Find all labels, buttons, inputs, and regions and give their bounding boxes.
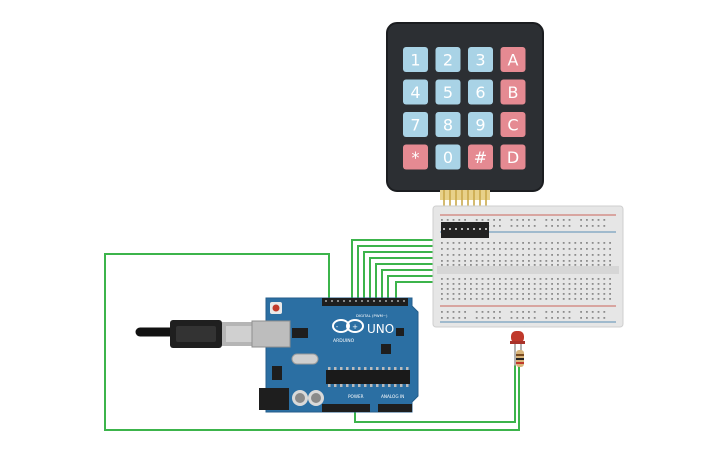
keypad-key[interactable]: B (500, 79, 526, 105)
power-label: POWER (348, 394, 364, 399)
keypad-key[interactable]: * (403, 144, 428, 170)
atmega-chip (326, 370, 410, 384)
breadboard-center-channel (437, 266, 619, 274)
wire-pin-1[interactable] (351, 239, 445, 300)
keypad-key-label: # (474, 148, 487, 167)
analog-label: ANALOG IN (381, 394, 404, 399)
svg-text:-: - (336, 323, 339, 331)
keypad[interactable]: 1 2 3 A 4 5 6 B 7 8 9 C * 0 # D (386, 22, 544, 224)
keypad-key[interactable]: A (500, 47, 526, 72)
svg-text:+: + (352, 323, 358, 331)
led[interactable] (510, 331, 525, 366)
keypad-key-label: 9 (475, 116, 485, 135)
keypad-key[interactable]: 3 (468, 47, 493, 72)
power-jack (259, 388, 289, 410)
keypad-key-label: C (507, 116, 518, 135)
keypad-key[interactable]: 1 (403, 47, 428, 72)
keypad-key[interactable]: D (500, 144, 526, 170)
keypad-key-label: 6 (475, 83, 485, 102)
keypad-key-label: 7 (410, 116, 420, 135)
keypad-key[interactable]: 0 (435, 144, 461, 170)
keypad-key[interactable]: # (468, 144, 493, 170)
digital-header (322, 298, 408, 306)
keypad-key-label: D (507, 148, 519, 167)
keypad-key-label: 3 (475, 51, 485, 70)
keypad-key-label: 2 (443, 51, 453, 70)
wire-pin-4[interactable] (369, 257, 463, 300)
keypad-key[interactable]: 2 (435, 47, 461, 72)
keypad-key-label: * (412, 148, 420, 167)
resistor[interactable] (516, 350, 524, 367)
keypad-key-label: 4 (410, 83, 420, 102)
arduino-logo: - + (332, 319, 364, 333)
wire-pin-3[interactable] (363, 251, 457, 300)
wire-power-led[interactable] (354, 365, 516, 423)
usb-port (251, 320, 291, 348)
keypad-key-label: 0 (443, 148, 453, 167)
wire-left-loop[interactable] (104, 253, 520, 431)
uno-label: UNO (367, 322, 394, 336)
keypad-key[interactable]: C (500, 112, 526, 137)
breadboard-holes (441, 219, 611, 319)
keypad-key-label: 5 (443, 83, 453, 102)
keypad-key-label: 8 (443, 116, 453, 135)
arduino-board[interactable]: - + UNO ARDUINO DIGITAL (PWM~) POWER ANA… (251, 297, 419, 413)
wire-pin-2[interactable] (357, 245, 451, 300)
keypad-key-label: 1 (410, 51, 420, 70)
keypad-key[interactable]: 6 (468, 79, 493, 105)
keypad-key[interactable]: 5 (435, 79, 461, 105)
usb-cable[interactable] (135, 320, 268, 348)
breadboard[interactable] (432, 205, 624, 328)
analog-header (378, 404, 412, 412)
keypad-keys: 1 2 3 A 4 5 6 B 7 8 9 C * 0 # D (403, 47, 526, 170)
keypad-header (441, 222, 489, 238)
digital-label: DIGITAL (PWM~) (356, 313, 388, 318)
keypad-key[interactable]: 9 (468, 112, 493, 137)
power-header (322, 404, 370, 412)
keypad-key[interactable]: 4 (403, 79, 428, 105)
keypad-key-label: B (508, 83, 519, 102)
keypad-key-label: A (508, 51, 519, 70)
keypad-key[interactable]: 7 (403, 112, 428, 137)
keypad-key[interactable]: 8 (435, 112, 461, 137)
brand-label: ARDUINO (333, 338, 355, 344)
